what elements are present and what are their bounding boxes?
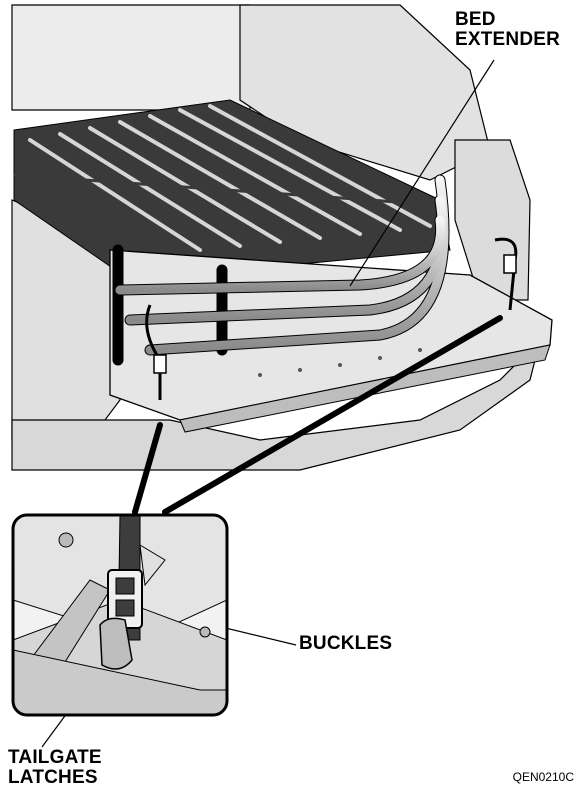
buckles-label: BUCKLES — [299, 634, 392, 654]
buckles-label-text: BUCKLES — [299, 633, 393, 654]
bed-extender-label: BED EXTENDER — [455, 10, 560, 50]
figure-code: QEN0210C — [512, 770, 574, 784]
buckle-icon — [153, 254, 517, 374]
tailgate-latches-label-line1: TAILGATE — [8, 747, 102, 768]
bed-extender-label-line1: BED — [455, 9, 496, 30]
bed-floor — [13, 99, 451, 281]
tailgate-latches-label-line2: LATCHES — [8, 767, 98, 788]
tailgate-latches-label: TAILGATE LATCHES — [8, 748, 102, 788]
bed-extender-label-line2: EXTENDER — [455, 29, 561, 50]
inset-detail — [11, 513, 229, 717]
zoom-wedge — [132, 315, 503, 515]
bed-extender — [112, 174, 450, 366]
